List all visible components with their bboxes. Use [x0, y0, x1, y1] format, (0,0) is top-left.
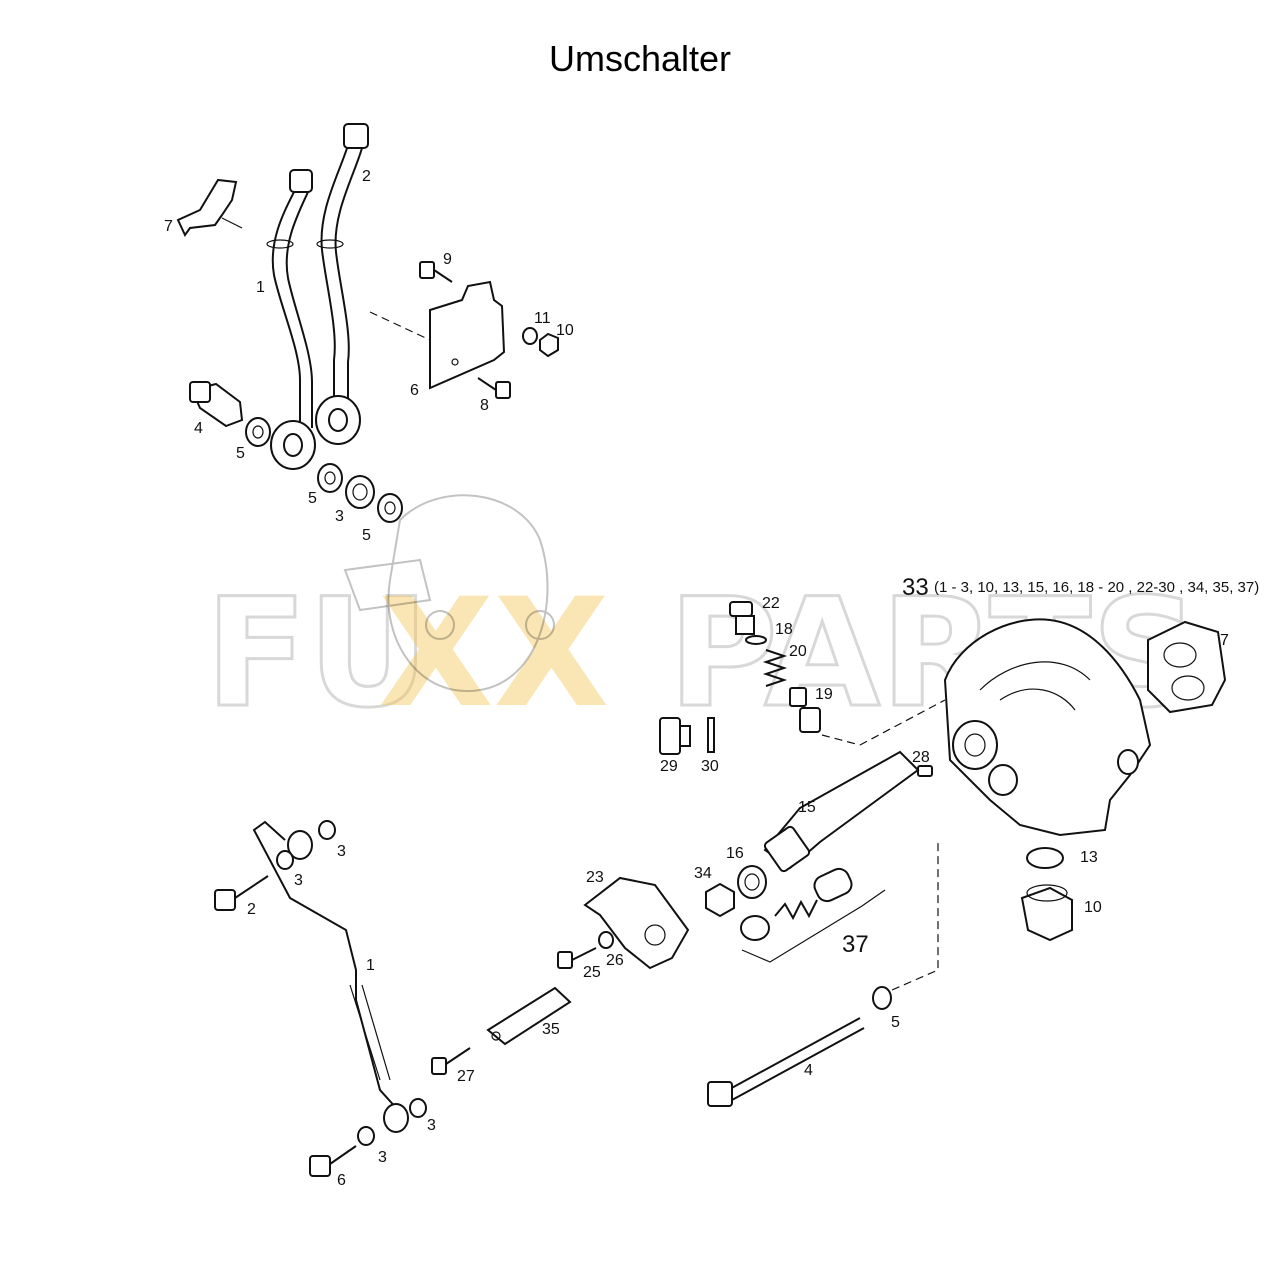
o-ring-part-13 [1026, 847, 1064, 869]
nut-part-10 [539, 332, 559, 358]
callout-6b: 6 [337, 1172, 346, 1189]
callout-1a: 1 [256, 279, 265, 296]
callout-26: 26 [606, 952, 624, 969]
washer-part-16 [737, 865, 767, 899]
callout-13: 13 [1080, 849, 1098, 866]
callout-3e: 3 [378, 1149, 387, 1166]
cup-part-37 [740, 915, 770, 941]
callout-28: 28 [912, 749, 930, 766]
bolt-part-6 [309, 1145, 357, 1177]
leader-line-19 [821, 734, 861, 746]
washer-part-26 [598, 931, 614, 949]
dowel-part-28 [917, 765, 933, 777]
callout-19: 19 [815, 686, 833, 703]
callout-11: 11 [534, 310, 551, 327]
callout-34: 34 [694, 865, 712, 882]
bolt-part-8 [477, 377, 511, 399]
plug-part-29 [659, 717, 691, 755]
callout-30: 30 [701, 758, 719, 775]
callout-20: 20 [789, 643, 807, 660]
callout-7a: 7 [164, 218, 173, 235]
spring-part-37 [774, 899, 818, 921]
callout-8: 8 [480, 397, 489, 414]
seal-part-30 [707, 717, 715, 753]
callout-10a: 10 [556, 322, 574, 339]
callout-4b: 4 [804, 1062, 813, 1079]
washer-part-5-middle [317, 463, 343, 493]
assembly-number: 33 [902, 574, 929, 601]
spacer-part-3 [345, 475, 375, 509]
callout-25: 25 [583, 964, 601, 981]
valve-housing-part-33 [943, 618, 1152, 837]
link-part-35 [486, 986, 572, 1046]
washer-part-3-bottom-left [357, 1126, 375, 1146]
callout-27: 27 [457, 1068, 475, 1085]
banjo-part-top [287, 830, 313, 860]
background-housing-sketch [343, 494, 555, 693]
callout-3c: 3 [294, 872, 303, 889]
washer-part-3-top-left [276, 850, 294, 870]
callout-9: 9 [443, 251, 452, 268]
pipe-part-1 [266, 169, 316, 470]
callout-7b: 7 [1220, 632, 1229, 649]
washer-part-3-top-right [318, 820, 336, 840]
callout-29: 29 [660, 758, 678, 775]
piston-part-19 [789, 687, 821, 733]
fitting-part-10 [1020, 884, 1073, 942]
bracket-line-37 [741, 889, 886, 963]
watermark-left-text: FU [205, 567, 429, 741]
brake-pipe-part-1 [252, 820, 399, 1111]
callout-5b: 5 [308, 490, 317, 507]
callout-3a: 3 [335, 508, 344, 525]
callout-37: 37 [842, 931, 869, 958]
washer-part-5-upper [245, 417, 271, 447]
nut-part-34 [705, 882, 735, 918]
spool-part-15 [763, 750, 920, 873]
page-title: Umschalter [548, 38, 732, 79]
callout-23: 23 [586, 869, 604, 886]
bracket-plate-part [369, 280, 506, 390]
callout-18: 18 [775, 621, 793, 638]
callout-labels: 7 2 1 9 11 10 6 8 4 5 5 3 5 22 18 20 19 … [164, 168, 1259, 1189]
callout-4a: 4 [194, 420, 203, 437]
washer-part-5-lower [377, 493, 403, 523]
washer-part-5-bottom [872, 986, 892, 1010]
callout-16: 16 [726, 845, 744, 862]
assembly-contents: (1 - 3, 10, 13, 15, 16, 18 - 20 , 22-30 … [934, 579, 1259, 596]
ring-part-18 [745, 635, 767, 645]
callout-5a: 5 [236, 445, 245, 462]
leader-line-19b [859, 699, 946, 746]
gasket-part-7 [1147, 620, 1227, 714]
callout-2b: 2 [247, 901, 256, 918]
lever-plate-part-23 [583, 876, 690, 970]
callout-22: 22 [762, 595, 780, 612]
callout-6a: 6 [410, 382, 419, 399]
bolt-part-9 [419, 261, 453, 283]
callout-3b: 3 [337, 843, 346, 860]
watermark-middle-text: XX [378, 567, 609, 741]
banjo-part-bottom [383, 1103, 409, 1133]
spring-part-20 [762, 649, 788, 687]
sleeve-part-37 [813, 867, 853, 903]
callout-5d: 5 [891, 1014, 900, 1031]
callout-5c: 5 [362, 527, 371, 544]
callout-35: 35 [542, 1021, 560, 1038]
bolt-part-27 [431, 1047, 471, 1075]
callout-3d: 3 [427, 1117, 436, 1134]
callout-2a: 2 [362, 168, 371, 185]
washer-part-11 [522, 327, 538, 345]
plug-part-22 [729, 601, 755, 635]
bolt-part-25 [557, 947, 597, 969]
banjo-bolt-part [189, 381, 244, 428]
pipe-part-2 [315, 123, 369, 445]
leader-line-4 [891, 840, 939, 991]
long-bolt-part-4 [707, 1017, 865, 1107]
bolt-part-2 [214, 875, 269, 911]
clip-part [176, 178, 243, 237]
callout-1b: 1 [366, 957, 375, 974]
callout-15: 15 [798, 799, 816, 816]
callout-10b: 10 [1084, 899, 1102, 916]
washer-part-3-bottom-right [409, 1098, 427, 1118]
